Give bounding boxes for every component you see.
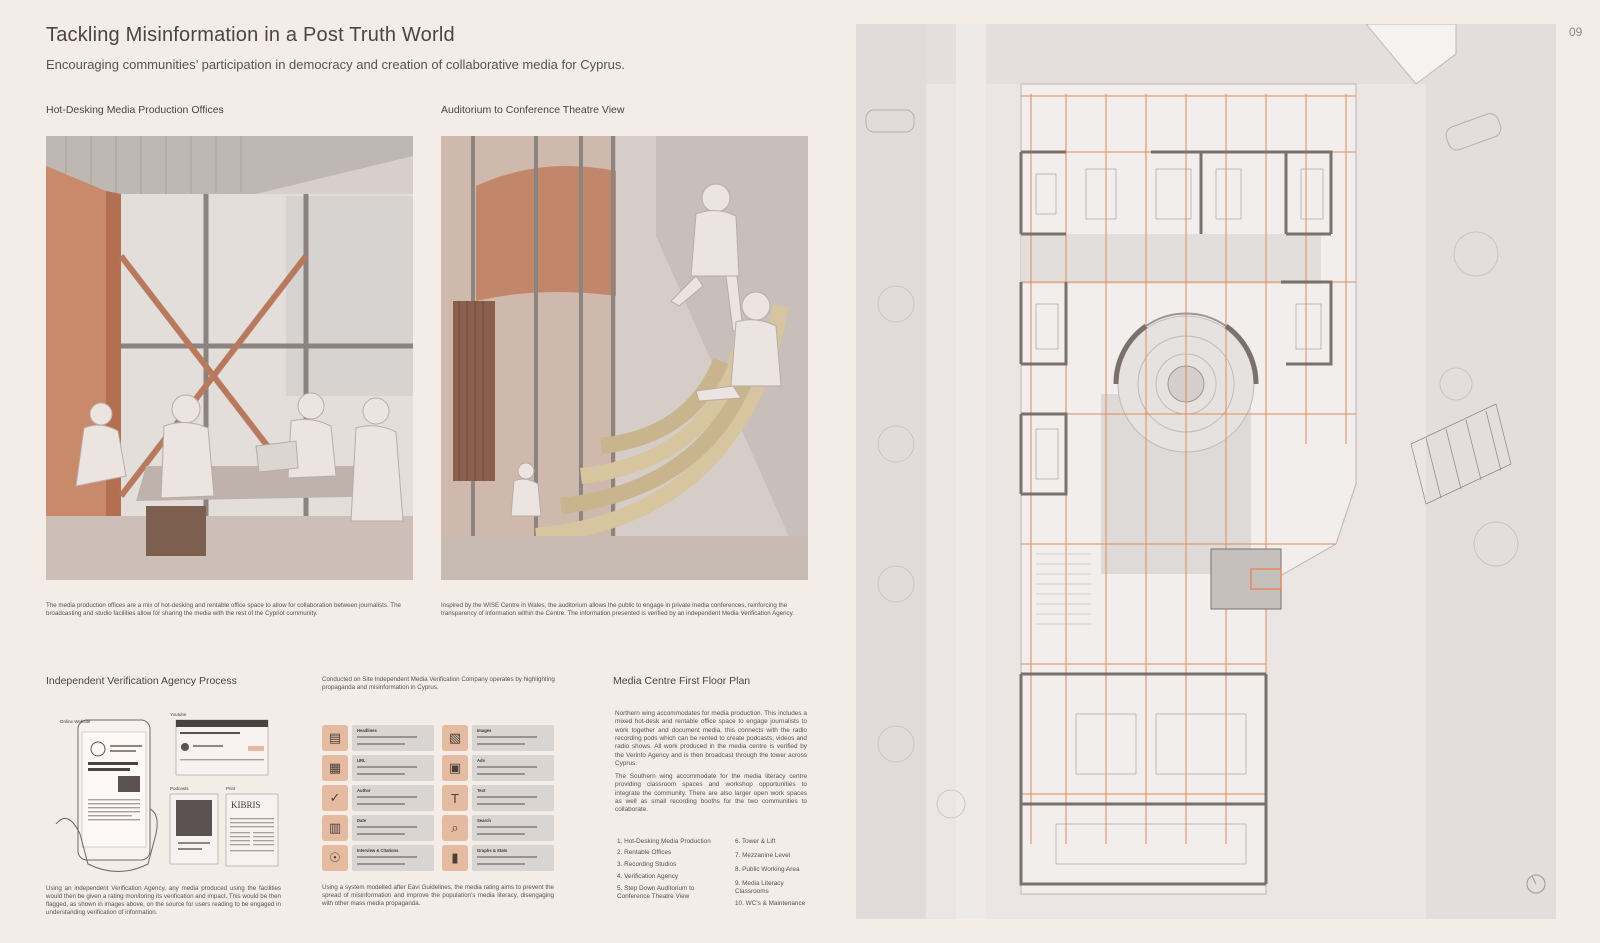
legend-item: 4. Verification Agency (617, 873, 679, 880)
rating-tile: URL (352, 755, 434, 781)
rating-tile-head: Graphs & Stats (477, 848, 508, 853)
legend-item: 8. Public Working Area (735, 866, 800, 873)
rating-tiles: ▤ Headlines ▦ URL ✓ Author ▥ Date ☉ Inte… (322, 725, 557, 875)
rating-tile: Date (352, 815, 434, 841)
page-subtitle: Encouraging communities’ participation i… (46, 57, 626, 72)
floor-plan-paragraph-2: The Southern wing accommodate for the me… (615, 773, 807, 814)
bar-chart-icon: ▮ (442, 845, 468, 871)
rating-tile-head: Headlines (357, 728, 377, 733)
hot-desking-render (46, 136, 413, 580)
legend-item: 5. Step Down Auditorium to Conference Th… (617, 885, 695, 900)
rating-tile-head: Author (357, 788, 371, 793)
legend-item: 10. WC’s & Maintenance (735, 900, 806, 907)
rating-tile-head: Text (477, 788, 486, 793)
hot-desking-caption: The media production offices are a mix o… (46, 602, 401, 618)
rating-tile: Text (472, 785, 554, 811)
rating-tile-head: Search (477, 818, 491, 823)
rating-caption: Using a system modelled after Eavi Guide… (322, 884, 554, 908)
legend-item: 1. Hot-Desking Media Production (617, 838, 711, 845)
rating-tile: Headlines (352, 725, 434, 751)
legend-item: 2. Rentable Offices (617, 849, 672, 856)
online-website-label: Online Website (60, 719, 91, 724)
floor-plan-drawing (856, 24, 1556, 919)
newspaper-icon: ▤ (322, 725, 348, 751)
page-number: 09 (1569, 25, 1583, 39)
legend-item: 6. Tower & Lift (735, 838, 776, 845)
rating-intro: Conducted on Site Independent Media Veri… (322, 676, 555, 692)
rating-tile-head: Images (477, 728, 492, 733)
print-label: Print (226, 786, 236, 791)
print-masthead: KIBRIS (231, 800, 261, 810)
legend-left: 1. Hot-Desking Media Production 2. Renta… (617, 838, 727, 901)
legend-item: 3. Recording Studios (617, 861, 677, 868)
verification-heading: Independent Verification Agency Process (46, 675, 237, 687)
rating-tile: Author (352, 785, 434, 811)
rating-tile: Interview & Citations (352, 845, 434, 871)
podcasts-label: Podcasts (170, 786, 189, 791)
floor-plan-heading: Media Centre First Floor Plan (613, 675, 751, 687)
ad-icon: ▣ (442, 755, 468, 781)
text-icon: T (442, 785, 468, 811)
floor-plan-paragraph-1: Northern wing accommodates for media pro… (615, 710, 807, 767)
image-icon: ▧ (442, 725, 468, 751)
rating-tile: Search (472, 815, 554, 841)
checklist-icon: ✓ (322, 785, 348, 811)
verification-caption: Using an independent Verification Agency… (46, 885, 281, 917)
verification-diagram: Online Website Youtube Podcasts Print KI… (48, 712, 283, 879)
magnifier-icon: ⌕ (442, 815, 468, 841)
rating-tile-head: URL (357, 758, 366, 763)
auditorium-render (441, 136, 808, 580)
rating-tile: Graphs & Stats (472, 845, 554, 871)
rating-tile-head: Date (357, 818, 367, 823)
auditorium-heading: Auditorium to Conference Theatre View (441, 104, 625, 116)
auditorium-caption: Inspired by the WISE Centre in Wales, th… (441, 602, 795, 618)
rating-tile-head: Interview & Citations (357, 848, 399, 853)
rating-tile: Ads (472, 755, 554, 781)
legend-right: 6. Tower & Lift 7. Mezzanine Level 8. Pu… (735, 838, 815, 908)
hot-desking-heading: Hot-Desking Media Production Offices (46, 104, 224, 116)
youtube-label: Youtube (170, 712, 187, 717)
speech-icon: ☉ (322, 845, 348, 871)
rating-tile-head: Ads (477, 758, 485, 763)
rating-tile: Images (472, 725, 554, 751)
page-title: Tackling Misinformation in a Post Truth … (46, 24, 455, 46)
browser-icon: ▦ (322, 755, 348, 781)
legend-item: 9. Media Literacy Classrooms (735, 880, 784, 895)
legend-item: 7. Mezzanine Level (735, 852, 791, 859)
calendar-icon: ▥ (322, 815, 348, 841)
